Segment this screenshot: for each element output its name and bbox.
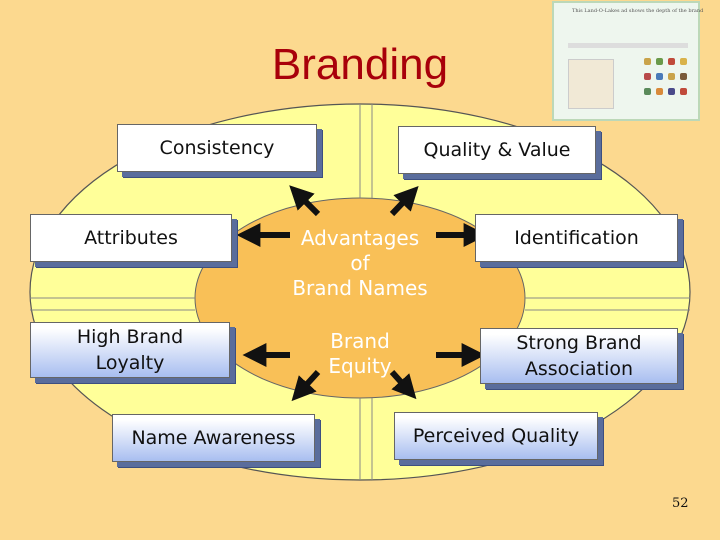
thumbnail-product: [644, 58, 651, 65]
page-number: 52: [672, 496, 689, 511]
thumbnail-product: [680, 73, 687, 80]
thumbnail-photo: [568, 59, 614, 109]
quality-value-box: Quality & Value: [398, 126, 596, 174]
arrow-name-awareness: [291, 369, 321, 402]
thumbnail-product: [656, 58, 663, 65]
thumbnail-product: [680, 58, 687, 65]
consistency-box: Consistency: [117, 124, 317, 172]
thumbnail-product: [656, 73, 663, 80]
arrows: [236, 185, 488, 402]
identification-box: Identification: [475, 214, 678, 262]
thumbnail-product: [644, 88, 651, 95]
thumbnail-caption: This Land-O-Lakes ad shows the depth of …: [572, 8, 704, 14]
thumbnail-product: [668, 88, 675, 95]
name-awareness-box: Name Awareness: [112, 414, 315, 462]
thumbnail-product: [656, 88, 663, 95]
arrow-perceived-quality: [389, 369, 417, 400]
advantages-label: Advantages of Brand Names: [292, 226, 428, 300]
thumbnail-bar: [568, 43, 688, 48]
quadrant-lines: [30, 104, 690, 480]
high-loyalty-box: High Brand Loyalty: [30, 322, 230, 378]
thumbnail-product: [668, 58, 675, 65]
thumbnail-product: [644, 73, 651, 80]
ad-thumbnail: This Land-O-Lakes ad shows the depth of …: [552, 1, 704, 121]
strong-association-box: Strong Brand Association: [480, 328, 678, 384]
perceived-quality-box: Perceived Quality: [394, 412, 598, 460]
arrow-quality-value: [389, 186, 419, 217]
arrow-consistency: [289, 185, 321, 217]
thumbnail-product: [668, 73, 675, 80]
attributes-box: Attributes: [30, 214, 232, 262]
slide-title: Branding: [271, 40, 449, 89]
thumbnail-product: [680, 88, 687, 95]
brand-equity-label: Brand Equity: [328, 329, 392, 378]
